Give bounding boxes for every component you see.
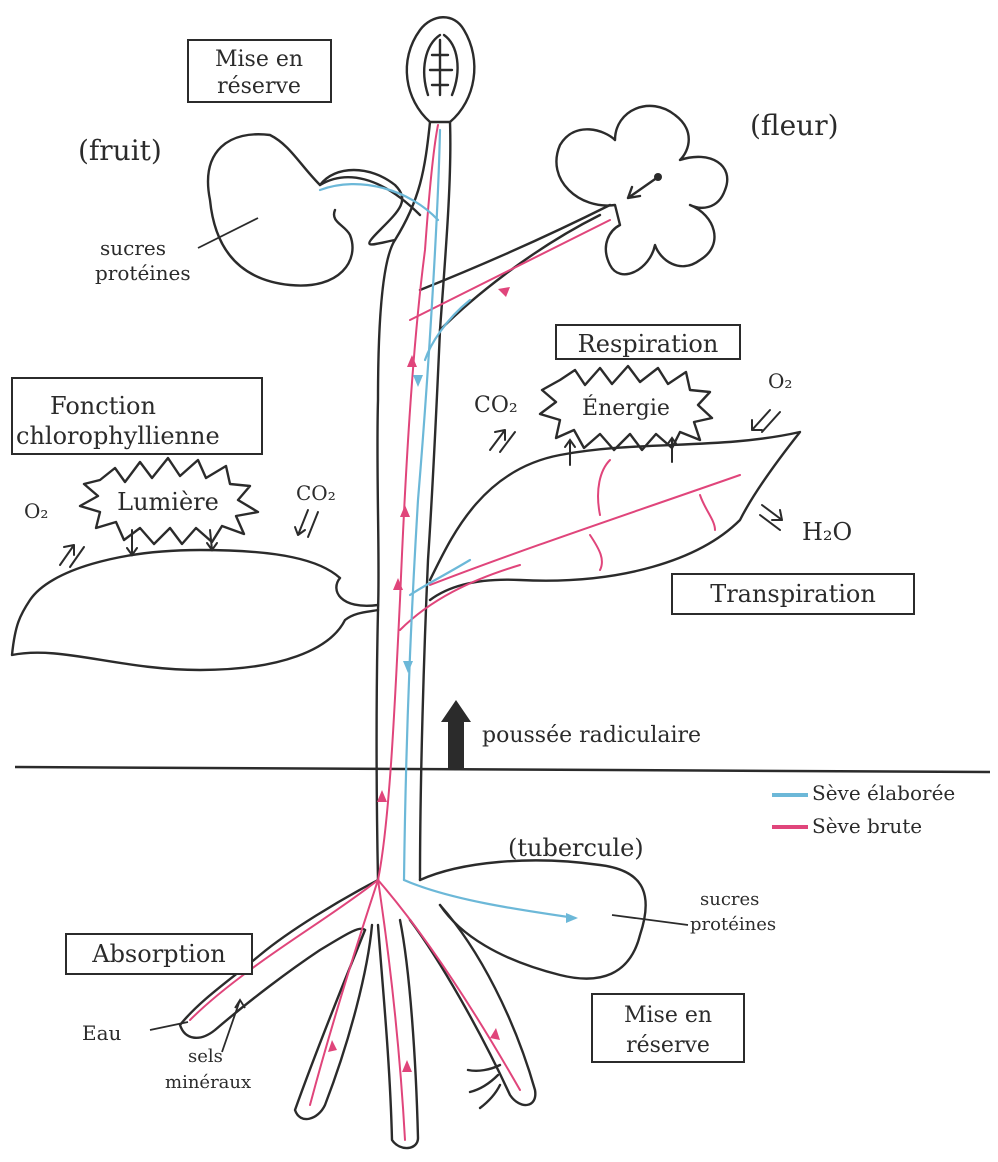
energie-label: Énergie: [582, 394, 670, 421]
eau-label: Eau: [82, 1021, 122, 1045]
poussee-label: poussée radiculaire: [482, 723, 701, 748]
o2-photo-label: O₂: [24, 499, 48, 523]
flower: [420, 106, 727, 330]
o2-respiration-label: O₂: [768, 369, 792, 393]
sucres-tub-line1: sucres: [700, 889, 759, 910]
fleur-label: (fleur): [750, 109, 839, 142]
fruit-label: (fruit): [78, 134, 162, 167]
sucres-fruit-line2: protéines: [95, 261, 191, 285]
legend-elaboree-label: Sève élaborée: [812, 781, 955, 805]
sels-line2: minéraux: [165, 1072, 251, 1093]
mise-en-reserve-bottom-line2: réserve: [626, 1033, 710, 1058]
roots: [180, 880, 535, 1148]
left-leaf: [12, 550, 378, 670]
co2-respiration-label: CO₂: [474, 393, 518, 418]
legend-brute-label: Sève brute: [812, 814, 922, 838]
fonction-line2: chlorophyllienne: [16, 422, 220, 450]
h2o-label: H₂O: [802, 518, 852, 546]
poussee-arrow-icon: [441, 700, 471, 768]
seve-brute-flow: [190, 125, 610, 1140]
stem-outline: [377, 122, 451, 880]
tuber: [420, 860, 646, 978]
lumiere-label: Lumière: [117, 488, 219, 516]
ground-line: [15, 767, 990, 772]
mise-en-reserve-bottom-line1: Mise en: [624, 1003, 712, 1028]
sels-line1: sels: [188, 1046, 223, 1067]
sucres-tub-line2: protéines: [690, 914, 776, 935]
respiration-label: Respiration: [578, 330, 719, 358]
tubercule-label: (tubercule): [508, 834, 644, 862]
fonction-line1: Fonction: [50, 392, 156, 420]
transpiration-label: Transpiration: [710, 580, 876, 608]
co2-photo-label: CO₂: [296, 481, 336, 505]
mise-en-reserve-top-line1: Mise en: [215, 47, 303, 72]
terminal-bud: [407, 17, 475, 122]
absorption-label: Absorption: [91, 940, 226, 968]
fruit: [208, 134, 420, 285]
sucres-fruit-line1: sucres: [100, 236, 166, 260]
mise-en-reserve-top-line2: réserve: [217, 74, 301, 99]
